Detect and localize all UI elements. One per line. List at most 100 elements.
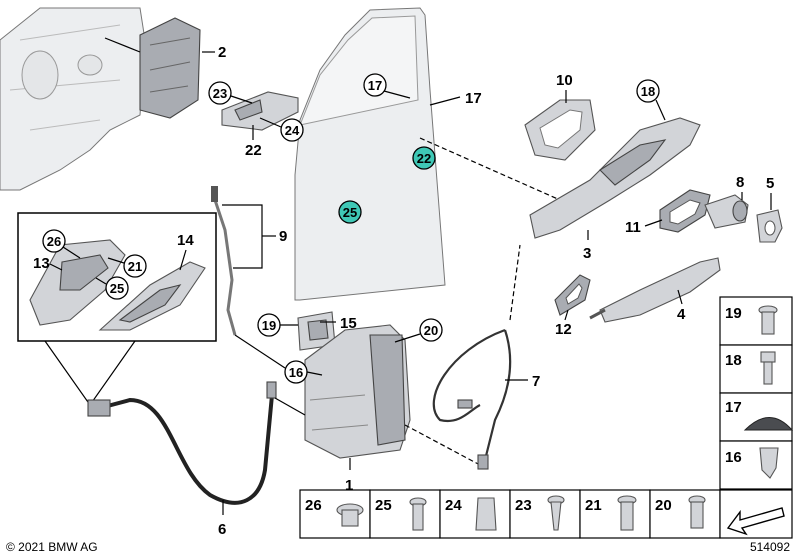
- table-label-18: 18: [725, 352, 742, 369]
- interior-door-handle-part-14: [98, 261, 206, 331]
- label-5: 5: [766, 175, 774, 192]
- leader-line: [274, 397, 306, 416]
- label-17: 17: [465, 90, 482, 107]
- label-4: 4: [677, 306, 686, 323]
- leader-line: [383, 90, 411, 99]
- table-label-21: 21: [585, 497, 602, 514]
- direction-arrow-icon: [726, 507, 785, 536]
- label-25: 25: [110, 281, 124, 296]
- label-9: 9: [279, 228, 287, 245]
- dashed-connector: [509, 244, 521, 321]
- leader-line: [644, 219, 663, 227]
- inset-pointer: [44, 340, 136, 407]
- handle-gasket-part-11: [659, 189, 711, 233]
- table-label-23: 23: [515, 497, 532, 514]
- table-label-16: 16: [725, 449, 742, 466]
- bolt-18-icon: [760, 351, 776, 385]
- label-10: 10: [556, 72, 573, 89]
- table-label-19: 19: [725, 305, 742, 322]
- fastener-table-right-column: [719, 296, 793, 490]
- screw-25-icon: [409, 497, 427, 531]
- table-label-26: 26: [305, 497, 322, 514]
- label-19: 19: [262, 318, 276, 333]
- callout-circle-24: [280, 118, 304, 142]
- handle-gasket-part-12: [554, 274, 591, 316]
- fastener-table-bottom-row: [299, 489, 793, 539]
- leader-line: [230, 95, 253, 104]
- leader-line: [655, 99, 666, 121]
- screw-19-icon: [758, 305, 778, 335]
- label-24: 24: [285, 123, 300, 138]
- label-13: 13: [33, 255, 50, 272]
- callout-circle-17: [363, 73, 387, 97]
- label-18: 18: [641, 84, 655, 99]
- outside-door-handle-part-4: [589, 257, 721, 323]
- leader-line: [95, 277, 107, 285]
- table-label-25: 25: [375, 497, 392, 514]
- callout-circle-21: [123, 254, 147, 278]
- door-inner-panel-illustration: [0, 7, 146, 191]
- door-lock-module-part-2: [139, 17, 201, 119]
- lock-rod-part-9: [211, 186, 237, 336]
- callout-circle-25-highlight: [338, 200, 362, 224]
- label-1: 1: [345, 477, 353, 494]
- label-15: 15: [340, 315, 357, 332]
- label-21: 21: [128, 259, 142, 274]
- operating-cable-part-7: [432, 328, 512, 470]
- callout-circle-22-highlight: [412, 146, 436, 170]
- leader-line: [234, 334, 286, 369]
- bowden-cable-part-6: [87, 381, 277, 505]
- nut-26-icon: [336, 503, 364, 527]
- callout-circle-18: [636, 79, 660, 103]
- interior-handle-bracket-part-13: [29, 239, 126, 326]
- leader-line: [259, 117, 282, 128]
- door-hinge-bracket-part-22: [221, 91, 299, 131]
- screw-20-icon: [688, 495, 706, 529]
- clip-16-icon: [759, 447, 779, 479]
- leader-line: [429, 96, 461, 106]
- table-label-24: 24: [445, 497, 462, 514]
- leader-line: [49, 263, 63, 271]
- label-26: 26: [47, 234, 61, 249]
- leader-line: [62, 246, 81, 259]
- label-11: 11: [625, 219, 641, 236]
- callout-circle-20: [419, 318, 443, 342]
- table-label-17: 17: [725, 399, 742, 416]
- label-23: 23: [213, 86, 227, 101]
- door-lock-actuator-part-1: [304, 324, 411, 459]
- label-2: 2: [218, 44, 226, 61]
- label-6: 6: [218, 521, 226, 538]
- leader-line: [677, 289, 683, 305]
- nut-24-icon: [475, 497, 497, 531]
- table-label-20: 20: [655, 497, 672, 514]
- diagram-id: 514092: [749, 540, 790, 554]
- label-20: 20: [424, 323, 438, 338]
- label-25: 25: [343, 205, 357, 220]
- handle-carrier-seal-part-10: [524, 99, 596, 161]
- screw-23-icon: [547, 495, 565, 531]
- callout-circle-23: [208, 81, 232, 105]
- label-14: 14: [177, 232, 194, 249]
- callout-circle-26: [42, 229, 66, 253]
- label-22: 22: [245, 142, 262, 159]
- leader-line: [104, 37, 141, 53]
- leader-line: [179, 249, 187, 271]
- screw-21-icon: [617, 495, 637, 531]
- label-16: 16: [289, 365, 303, 380]
- front-door-outline: [294, 7, 446, 301]
- lock-cylinder-cap-part-5: [756, 209, 783, 243]
- lock-cylinder-part-8: [704, 194, 749, 229]
- leader-line: [306, 371, 323, 376]
- dashed-connector: [404, 424, 481, 466]
- dashed-connector: [419, 137, 561, 201]
- label-8: 8: [736, 174, 744, 191]
- copyright-notice: © 2021 BMW AG: [6, 540, 98, 554]
- leader-line: [394, 333, 421, 343]
- label-12: 12: [555, 321, 572, 338]
- plug-17-icon: [743, 417, 794, 431]
- leader-line: [564, 309, 569, 321]
- label-7: 7: [532, 373, 540, 390]
- label-3: 3: [583, 245, 591, 262]
- label-17: 17: [368, 78, 382, 93]
